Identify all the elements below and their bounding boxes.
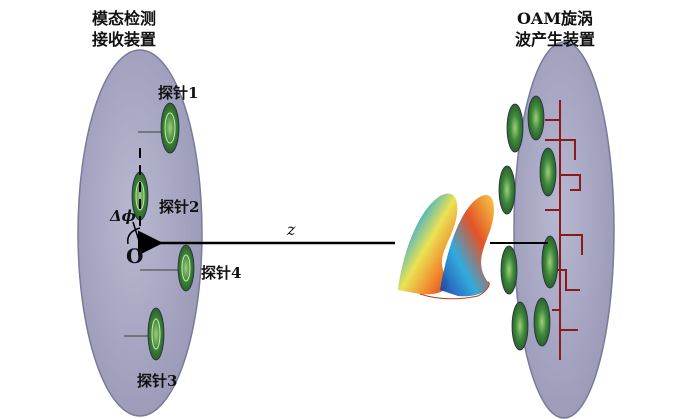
probe-3-label: 探针3 (137, 372, 178, 390)
oam-spiral-wavefront (398, 193, 494, 300)
transmitter-disk (513, 41, 615, 419)
transmitter-title-line1: OAM旋涡 (516, 9, 594, 28)
receiver-title-line1: 模态检测 (92, 9, 157, 28)
origin-label: O (126, 244, 144, 268)
z-axis-label: z (287, 220, 296, 239)
probe-2-label: 探针2 (159, 198, 200, 216)
antenna-array (498, 95, 559, 351)
receiver-title-line2: 接收装置 (92, 30, 157, 49)
probe-4-label: 探针4 (201, 264, 242, 282)
probe-1-antenna (138, 102, 180, 154)
receiver-device (77, 49, 203, 417)
angle-label: Δϕ (110, 207, 136, 225)
angle-arc (127, 227, 141, 245)
probe-4-antenna (140, 244, 195, 292)
probe-1-label: 探针1 (158, 84, 199, 102)
probe-3-antenna (124, 307, 165, 361)
receiver-title: 模态检测 接收装置 (92, 8, 156, 50)
feed-network (545, 100, 583, 360)
transmitter-title: OAM旋涡 波产生装置 (515, 8, 595, 50)
transmitter-title-line2: 波产生装置 (515, 30, 596, 49)
transmitter-device (498, 41, 615, 419)
